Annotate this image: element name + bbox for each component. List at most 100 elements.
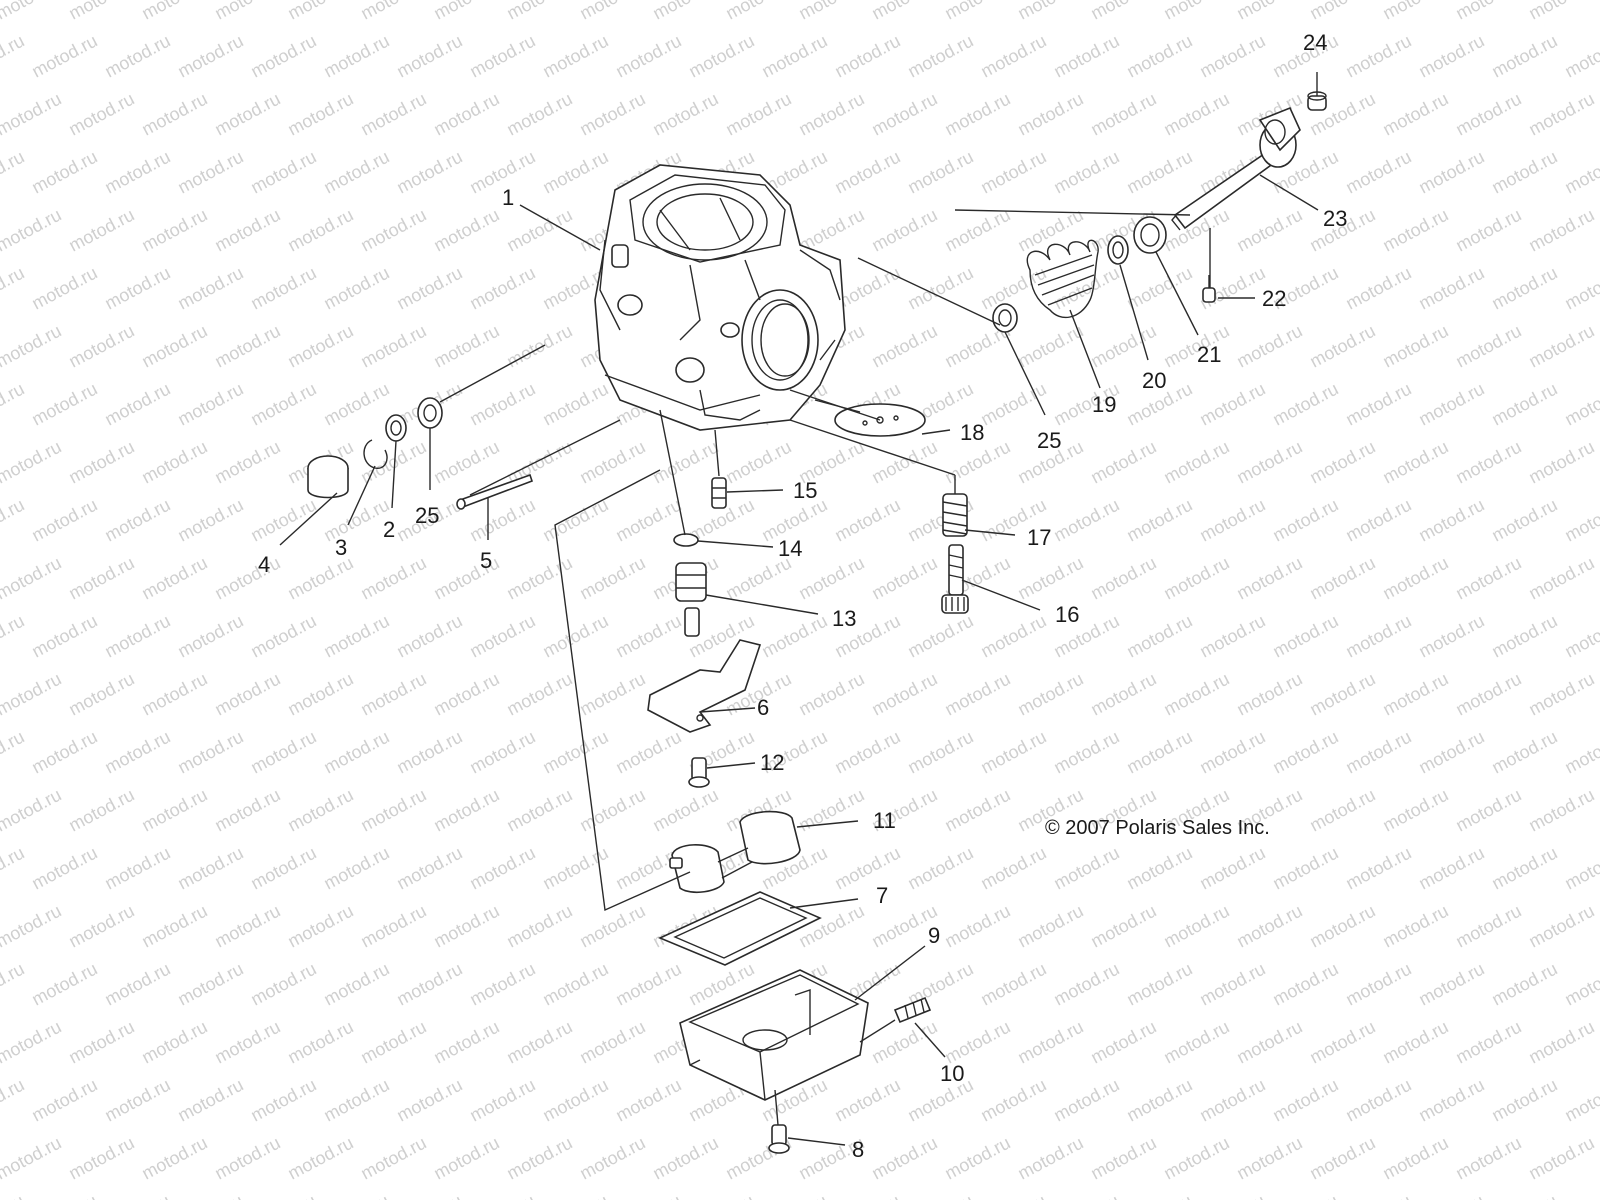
watermark-text: motod.ru — [1014, 669, 1086, 720]
watermark-text: motod.ru — [1379, 89, 1451, 140]
watermark-text: motod.ru — [1525, 89, 1597, 140]
watermark-text: motod.ru — [503, 1133, 575, 1184]
watermark-text: motod.ru — [284, 669, 356, 720]
watermark-text: motod.ru — [65, 1017, 137, 1068]
watermark-text: motod.ru — [1014, 0, 1086, 24]
watermark-text: motod.ru — [1306, 1133, 1378, 1184]
watermark-text: motod.ru — [1306, 437, 1378, 488]
watermark-text: motod.ru — [1525, 669, 1597, 720]
watermark-text: motod.ru — [247, 147, 319, 198]
watermark-text: motod.ru — [1014, 553, 1086, 604]
watermark-text: motod.ru — [174, 495, 246, 546]
watermark-text: motod.ru — [65, 321, 137, 372]
watermark-text: motod.ru — [0, 321, 65, 372]
watermark-text: motod.ru — [1379, 785, 1451, 836]
watermark-text: motod.ru — [1014, 1017, 1086, 1068]
watermark-text: motod.ru — [1233, 901, 1305, 952]
watermark-text: motod.ru — [1525, 437, 1597, 488]
part-11-float — [669, 810, 801, 894]
part-24-cap — [1307, 91, 1327, 111]
watermark-text: motod.ru — [101, 727, 173, 778]
watermark-text: motod.ru — [393, 1075, 465, 1126]
watermark-text: motod.ru — [977, 147, 1049, 198]
watermark-text: motod.ru — [795, 0, 867, 24]
part-25-washer-right — [992, 303, 1018, 333]
callout-24: 24 — [1303, 30, 1327, 55]
watermark-text: motod.ru — [685, 31, 757, 82]
watermark-text: motod.ru — [941, 1017, 1013, 1068]
watermark-text: motod.ru — [941, 89, 1013, 140]
watermark-text: motod.ru — [211, 205, 283, 256]
watermark-text: motod.ru — [758, 611, 830, 662]
watermark-text: motod.ru — [28, 263, 100, 314]
watermark-text: motod.ru — [1561, 1075, 1600, 1126]
watermark-text: motod.ru — [1525, 205, 1597, 256]
watermark-text: motod.ru — [430, 0, 502, 24]
watermark-text: motod.ru — [831, 843, 903, 894]
callout-3: 3 — [335, 535, 347, 560]
watermark-text: motod.ru — [247, 1075, 319, 1126]
watermark-text: motod.ru — [1415, 727, 1487, 778]
callout-5: 5 — [480, 548, 492, 573]
watermark-text: motod.ru — [0, 495, 28, 546]
watermark-text: motod.ru — [1342, 959, 1414, 1010]
watermark-text: motod.ru — [1269, 959, 1341, 1010]
watermark-text: motod.ru — [393, 727, 465, 778]
watermark-text: motod.ru — [831, 727, 903, 778]
watermark-text: motod.ru — [101, 959, 173, 1010]
watermark-text: motod.ru — [466, 611, 538, 662]
watermark-text: motod.ru — [65, 0, 137, 24]
callout-10: 10 — [940, 1061, 964, 1086]
part-17-spring — [942, 493, 968, 537]
watermark-text: motod.ru — [1050, 147, 1122, 198]
watermark-text: motod.ru — [247, 495, 319, 546]
watermark-text: motod.ru — [1379, 901, 1451, 952]
callout-2: 2 — [383, 517, 395, 542]
watermark-text: motod.ru — [174, 727, 246, 778]
watermark-text: motod.ru — [612, 1075, 684, 1126]
part-21-bushing — [1133, 216, 1167, 254]
watermark-text: motod.ru — [977, 727, 1049, 778]
watermark-text: motod.ru — [1452, 437, 1524, 488]
watermark-text: motod.ru — [357, 785, 429, 836]
watermark-text: motod.ru — [1233, 0, 1305, 24]
watermark-text: motod.ru — [1050, 495, 1122, 546]
watermark-text: motod.ru — [284, 205, 356, 256]
watermark-text: motod.ru — [1488, 611, 1560, 662]
watermark-text: motod.ru — [65, 785, 137, 836]
watermark-text: motod.ru — [101, 611, 173, 662]
watermark-text: motod.ru — [1160, 89, 1232, 140]
part-20-washer — [1107, 235, 1129, 265]
callout-7: 7 — [876, 883, 888, 908]
watermark-text: motod.ru — [904, 843, 976, 894]
watermark-text: motod.ru — [28, 31, 100, 82]
callout-20: 20 — [1142, 368, 1166, 393]
watermark-text: motod.ru — [357, 205, 429, 256]
watermark-text: motod.ru — [320, 147, 392, 198]
part-8-screw — [768, 1124, 790, 1154]
watermark-text: motod.ru — [1488, 495, 1560, 546]
watermark-text: motod.ru — [1452, 901, 1524, 952]
watermark-text: motod.ru — [174, 147, 246, 198]
watermark-text: motod.ru — [211, 901, 283, 952]
watermark-text: motod.ru — [357, 669, 429, 720]
part-3-clip — [363, 439, 388, 469]
callout-15: 15 — [793, 478, 817, 503]
watermark-text: motod.ru — [1233, 1133, 1305, 1184]
watermark-text: motod.ru — [1014, 89, 1086, 140]
watermark-text: motod.ru — [977, 263, 1049, 314]
watermark-text: motod.ru — [393, 611, 465, 662]
part-15-jet — [711, 477, 727, 509]
callout-17: 17 — [1027, 525, 1051, 550]
watermark-text: motod.ru — [941, 1133, 1013, 1184]
watermark-text: motod.ru — [1525, 553, 1597, 604]
watermark-text: motod.ru — [0, 669, 65, 720]
watermark-text: motod.ru — [1488, 843, 1560, 894]
watermark-text: motod.ru — [138, 321, 210, 372]
watermark-text: motod.ru — [357, 321, 429, 372]
callout-18: 18 — [960, 420, 984, 445]
watermark-text: motod.ru — [430, 901, 502, 952]
watermark-text: motod.ru — [831, 31, 903, 82]
watermark-text: motod.ru — [1488, 147, 1560, 198]
watermark-text: motod.ru — [1123, 495, 1195, 546]
